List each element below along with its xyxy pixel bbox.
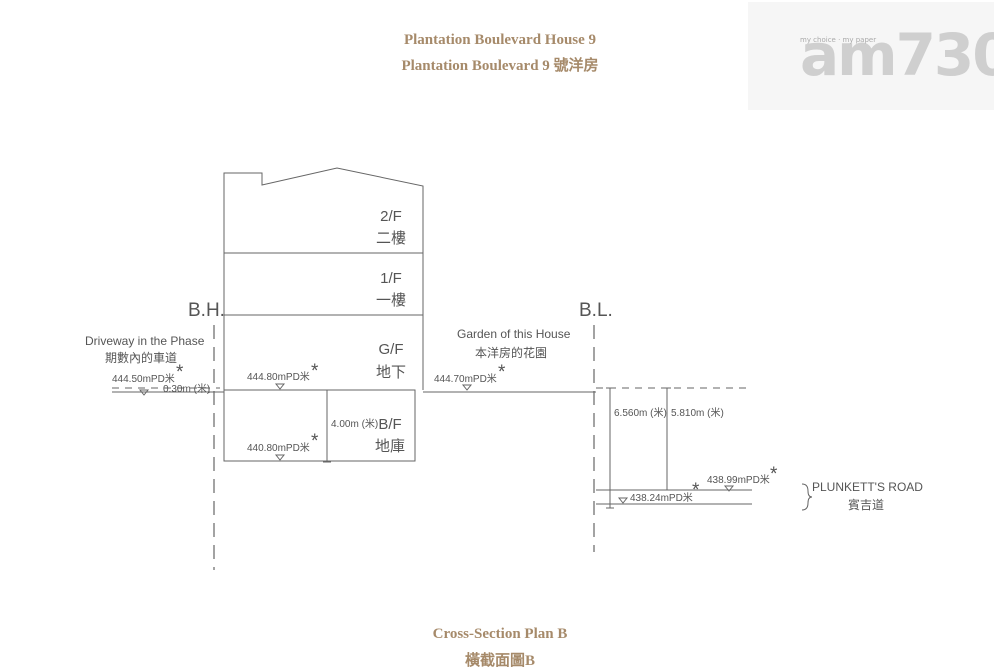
dimension-lines bbox=[208, 387, 671, 509]
bh-label: B.H. bbox=[188, 300, 225, 321]
level-gf: 444.80mPD米 bbox=[247, 370, 310, 383]
logo-text: am730 bbox=[800, 21, 994, 89]
asterisk-bf: * bbox=[311, 431, 319, 452]
road-brace bbox=[801, 483, 813, 511]
dim-offset: 0.30m (米) bbox=[163, 382, 210, 395]
floor-gf-zh: 地下 bbox=[376, 364, 406, 381]
asterisk-road-upper: * bbox=[770, 464, 778, 485]
dim-basement: 4.00m (米) bbox=[331, 417, 378, 430]
floor-2f-zh: 二樓 bbox=[376, 230, 406, 247]
logo-tagline: my choice · my paper bbox=[800, 36, 877, 44]
asterisk-driveway: * bbox=[176, 362, 184, 383]
caption-zh: 橫截面圖B bbox=[464, 653, 535, 669]
floor-bf-zh: 地庫 bbox=[375, 438, 405, 455]
asterisk-garden: * bbox=[498, 362, 506, 383]
level-bf: 440.80mPD米 bbox=[247, 441, 310, 454]
floor-gf-en: G/F bbox=[379, 341, 404, 358]
am730-logo: am730 my choice · my paper bbox=[748, 2, 994, 110]
ground-lines bbox=[112, 387, 752, 505]
floor-2f-en: 2/F bbox=[380, 208, 402, 225]
boundary-lines bbox=[213, 325, 595, 570]
building-outline bbox=[223, 167, 424, 462]
floor-1f-en: 1/F bbox=[380, 270, 402, 287]
garden-label-en: Garden of this House bbox=[457, 327, 571, 341]
level-driveway: 444.50mPD米 bbox=[112, 372, 175, 385]
dim-h1: 6.560m (米) bbox=[614, 406, 667, 419]
dim-h2: 5.810m (米) bbox=[671, 406, 724, 419]
garden-label-zh: 本洋房的花園 bbox=[475, 345, 547, 360]
level-road-lower: 438.24mPD米 bbox=[630, 491, 693, 504]
level-markers bbox=[138, 383, 735, 504]
bl-label: B.L. bbox=[579, 300, 613, 321]
caption-en: Cross-Section Plan B bbox=[432, 626, 568, 642]
road-label-zh: 賓吉道 bbox=[848, 497, 884, 512]
road-label-en: PLUNKETT'S ROAD bbox=[812, 480, 923, 494]
asterisk-road-lower: * bbox=[692, 480, 700, 501]
driveway-label-zh: 期數內的車道 bbox=[105, 350, 177, 365]
page-title: Plantation Boulevard House 9 bbox=[403, 32, 597, 48]
floor-bf-en: B/F bbox=[378, 416, 401, 433]
page-subtitle: Plantation Boulevard 9 號洋房 bbox=[401, 58, 599, 74]
asterisk-gf: * bbox=[311, 361, 319, 382]
floor-1f-zh: 一樓 bbox=[376, 292, 406, 309]
level-garden: 444.70mPD米 bbox=[434, 372, 497, 385]
level-road-upper: 438.99mPD米 bbox=[707, 473, 770, 486]
driveway-label-en: Driveway in the Phase bbox=[85, 334, 205, 348]
